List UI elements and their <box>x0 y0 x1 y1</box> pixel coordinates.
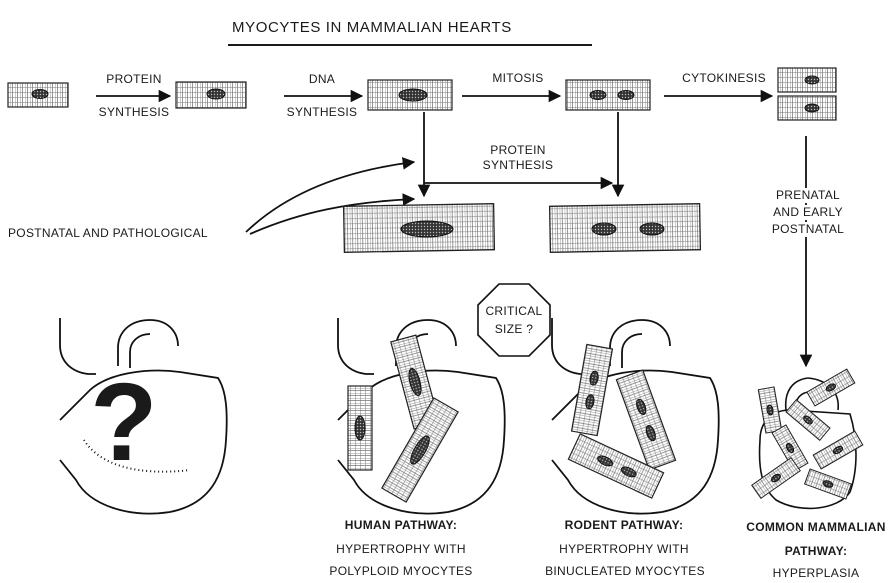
label-critical-2: SIZE ? <box>478 322 550 337</box>
cell-hypertrophy-binucleated <box>550 204 701 253</box>
label-mitosis: MITOSIS <box>478 71 558 86</box>
label-prenatal-3: POSTNATAL <box>768 222 848 237</box>
label-prenatal-2: AND EARLY <box>768 205 848 220</box>
common-pathway-heading-1: COMMON MAMMALIAN <box>742 520 890 535</box>
heart-common-myocytes <box>752 369 863 499</box>
critical-size-octagon <box>478 284 550 356</box>
label-protein-bottom: SYNTHESIS <box>92 105 176 120</box>
common-pathway-line1: HYPERPLASIA <box>742 566 890 581</box>
cell-3 <box>368 80 452 110</box>
cell-2 <box>176 82 246 108</box>
heart-human-myocytes <box>348 335 458 502</box>
label-dna-bottom: SYNTHESIS <box>282 105 362 120</box>
title-underline <box>228 44 592 46</box>
label-protein-top: PROTEIN <box>92 72 176 87</box>
human-pathway-line1: HYPERTROPHY WITH <box>326 542 476 557</box>
human-pathway-line2: POLYPLOID MYOCYTES <box>316 564 486 579</box>
label-postnatal-pathological: POSTNATAL AND PATHOLOGICAL <box>8 226 208 241</box>
label-critical-1: CRITICAL <box>478 304 550 319</box>
label-protein-mid-top: PROTEIN <box>468 143 568 158</box>
cell-hypertrophy-polyploid <box>344 204 495 253</box>
label-dna-top: DNA <box>282 72 362 87</box>
label-protein-mid-bottom: SYNTHESIS <box>468 158 568 173</box>
label-cytokinesis: CYTOKINESIS <box>676 71 772 86</box>
common-pathway-heading-2: PATHWAY: <box>742 544 890 559</box>
diagram-title: MYOCYTES IN MAMMALIAN HEARTS <box>232 20 512 35</box>
rodent-pathway-heading: RODENT PATHWAY: <box>544 518 704 533</box>
label-prenatal-1: PRENATAL <box>768 188 848 203</box>
cell-5b <box>778 96 836 120</box>
cell-5a <box>778 68 836 92</box>
cell-4 <box>566 80 650 110</box>
question-mark-glyph: ? <box>84 368 164 478</box>
rodent-pathway-line1: HYPERTROPHY WITH <box>544 542 704 557</box>
rodent-pathway-line2: BINUCLEATED MYOCYTES <box>530 564 720 579</box>
cell-1 <box>8 83 68 107</box>
human-pathway-heading: HUMAN PATHWAY: <box>326 518 476 533</box>
